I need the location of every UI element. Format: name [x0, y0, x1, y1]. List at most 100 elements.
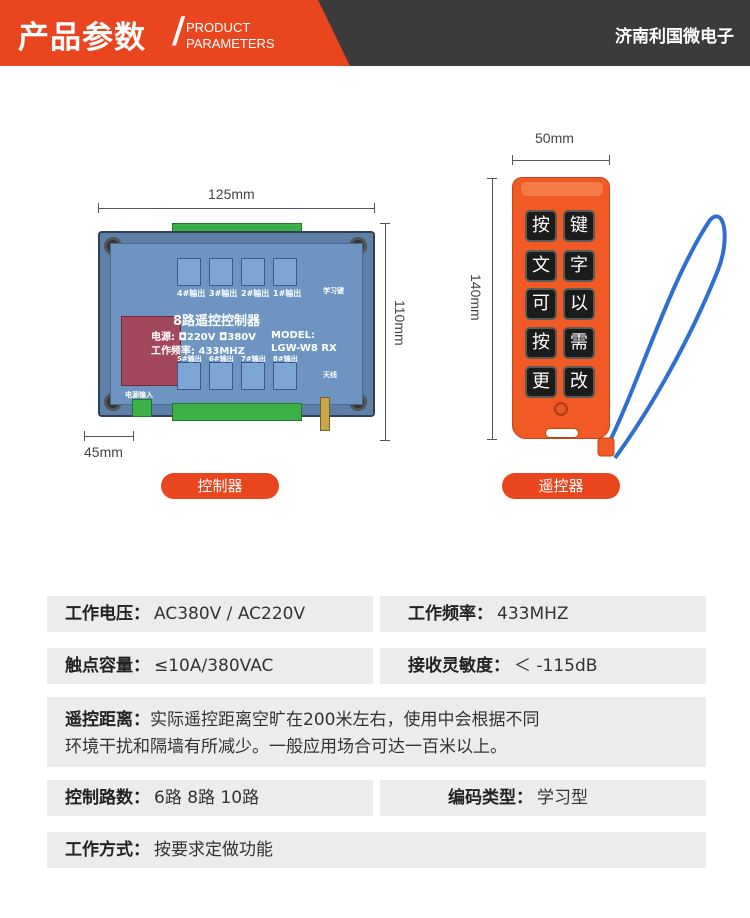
title-slash: / [172, 10, 186, 51]
relay [177, 362, 201, 390]
remote-pill-label: 遥控器 [502, 473, 620, 499]
spec-distance: 遥控距离：实际遥控距离空旷在200米左右，使用中会根据不同 环境干扰和隔墙有所减… [47, 697, 706, 767]
dim-tick [380, 440, 390, 441]
spec-value: 433MHZ [497, 604, 569, 624]
lanyard-hole [545, 428, 579, 438]
remote-key: 按 [525, 210, 557, 242]
transformer [121, 316, 181, 386]
learn-key-label: 学习键 [323, 287, 344, 295]
controller-case: 4#输出 3#输出 2#输出 1#输出 8路遥控控制器 电源: ◘220V ◘3… [98, 231, 375, 417]
output-label: 3#输出 [209, 289, 238, 298]
circuit-board: 4#输出 3#输出 2#输出 1#输出 8路遥控控制器 电源: ◘220V ◘3… [110, 243, 363, 405]
controller-depth-label: 45mm [84, 444, 123, 460]
spec-value: 6路 8路 10路 [154, 788, 260, 808]
spec-contact-capacity: 触点容量：≤10A/380VAC [47, 648, 373, 684]
relay [241, 362, 265, 390]
power-terminal-block [132, 399, 152, 417]
output-label: 8#输出 [273, 355, 298, 363]
dim-tick [609, 155, 610, 165]
remote-key: 可 [525, 288, 557, 320]
dim-tick [133, 431, 134, 441]
spec-label: 工作方式： [65, 840, 150, 860]
relay [241, 258, 265, 286]
controller-height-line [385, 223, 386, 441]
spec-value: 按要求定做功能 [154, 840, 273, 860]
board-model-number: LGW-W8 RX [271, 343, 337, 354]
board-power-label: 电源: ◘220V ◘380V [151, 332, 256, 343]
board-model-label: MODEL: [271, 330, 315, 341]
brand-name: 济南利国微电子 [615, 27, 734, 47]
spec-voltage: 工作电压：AC380V / AC220V [47, 596, 373, 632]
remote-width-label: 50mm [535, 130, 574, 146]
spec-label: 遥控距离： [65, 710, 150, 730]
header-banner: 产品参数 / PRODUCT PARAMETERS 济南利国微电子 [0, 0, 750, 66]
spec-label: 控制路数： [65, 788, 150, 808]
spec-value: ＜ -115dB [514, 656, 598, 676]
remote-height-line [492, 178, 493, 440]
controller-pill-label: 控制器 [161, 473, 279, 499]
spec-label: 接收灵敏度： [408, 656, 510, 676]
output-label: 4#输出 [177, 289, 206, 298]
spec-work-mode: 工作方式：按要求定做功能 [47, 832, 706, 868]
spec-label: 触点容量： [65, 656, 150, 676]
remote-key: 以 [563, 288, 595, 320]
remote-width-line [512, 160, 610, 161]
page-title: 产品参数 [18, 20, 146, 56]
dim-tick [374, 203, 375, 213]
dim-tick [487, 178, 497, 179]
controller-width-line [98, 208, 375, 209]
lanyard [597, 214, 727, 460]
relay [273, 258, 297, 286]
controller-image: 4#输出 3#输出 2#输出 1#输出 8路遥控控制器 电源: ◘220V ◘3… [98, 223, 375, 435]
output-label: 5#输出 [177, 355, 202, 363]
antenna-connector [320, 397, 330, 431]
output-label: 1#输出 [273, 289, 302, 298]
remote-image: 按 键 文 字 可 以 按 需 更 改 [512, 177, 610, 439]
indicator-led [554, 402, 568, 416]
remote-key: 字 [563, 250, 595, 282]
antenna-label: 天线 [323, 371, 337, 379]
relay [209, 362, 233, 390]
page-subtitle: PRODUCT PARAMETERS [186, 20, 275, 52]
output-label: 6#输出 [209, 355, 234, 363]
power-input-label: 电源输入 [125, 391, 153, 399]
spec-channels: 控制路数：6路 8路 10路 [47, 780, 373, 816]
output-label: 7#输出 [241, 355, 266, 363]
bottom-terminal-block [172, 403, 302, 421]
spec-coding: 编码类型：学习型 [380, 780, 706, 816]
subtitle-line-2: PARAMETERS [186, 36, 275, 51]
spec-distance-line-2: 环境干扰和隔墙有所减少。一般应用场合可达一百米以上。 [65, 737, 507, 757]
remote-key: 文 [525, 250, 557, 282]
spec-value: 学习型 [537, 788, 588, 808]
spec-frequency: 工作频率：433MHZ [380, 596, 706, 632]
spec-value: AC380V / AC220V [154, 604, 306, 624]
board-frequency-label: 工作频率: 433MHZ [151, 346, 245, 357]
subtitle-line-1: PRODUCT [186, 20, 251, 35]
relay [273, 362, 297, 390]
board-title: 8路遥控控制器 [173, 314, 261, 329]
output-label: 2#输出 [241, 289, 270, 298]
spec-label: 编码类型： [448, 788, 533, 808]
remote-height-label: 140mm [468, 274, 484, 321]
header-accent-block [0, 0, 350, 66]
dim-tick [487, 439, 497, 440]
dim-tick [380, 223, 390, 224]
dim-tick [98, 203, 99, 213]
spec-value: 实际遥控距离空旷在200米左右，使用中会根据不同 [150, 710, 540, 730]
spec-value: ≤10A/380VAC [154, 656, 274, 676]
dim-tick [512, 155, 513, 165]
remote-key: 键 [563, 210, 595, 242]
controller-depth-line [84, 436, 134, 437]
dim-tick [84, 431, 85, 441]
remote-key: 按 [525, 327, 557, 359]
spec-label: 工作电压： [65, 604, 150, 624]
spec-sensitivity: 接收灵敏度：＜ -115dB [380, 648, 706, 684]
remote-key: 改 [563, 366, 595, 398]
relay [209, 258, 233, 286]
controller-height-label: 110mm [392, 300, 408, 346]
remote-key: 更 [525, 366, 557, 398]
relay [177, 258, 201, 286]
spec-label: 工作频率： [408, 604, 493, 624]
spec-distance-line-1: 遥控距离：实际遥控距离空旷在200米左右，使用中会根据不同 [65, 707, 688, 734]
remote-cap [521, 182, 603, 196]
